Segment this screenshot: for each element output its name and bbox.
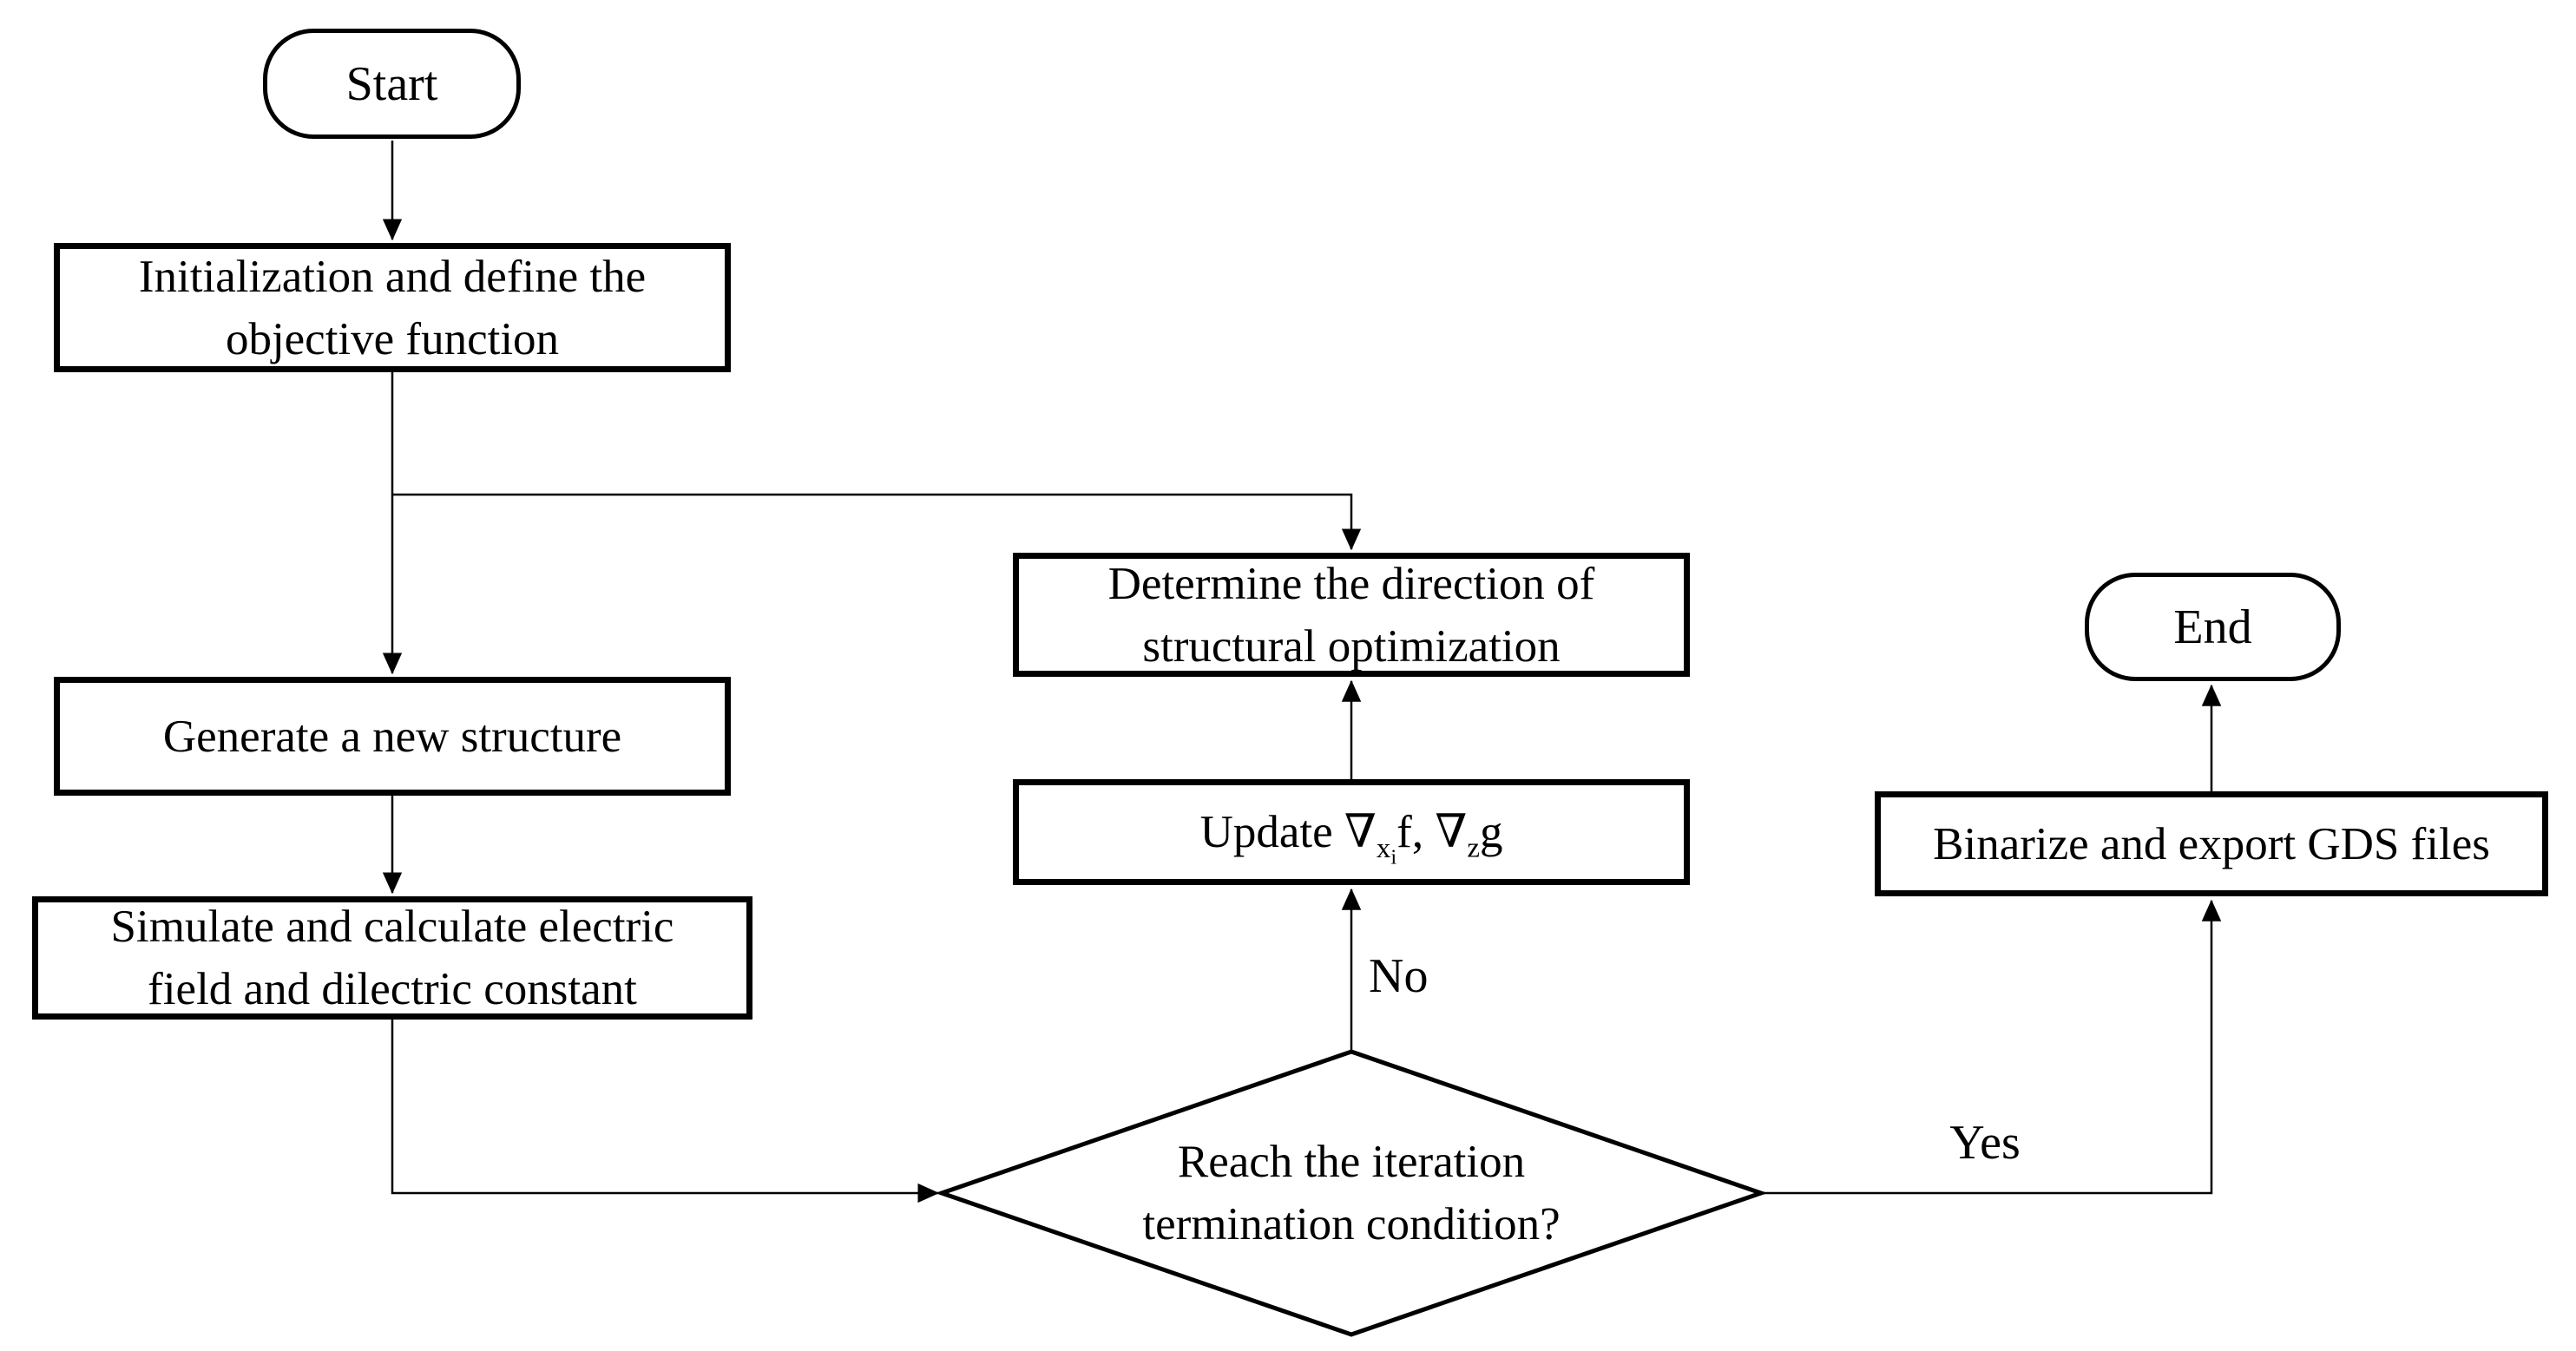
decision-node-label: Reach the iteration termination conditio… xyxy=(1142,1131,1560,1256)
nabla-symbol: ∇ xyxy=(1435,807,1468,857)
update-subscript-z: z xyxy=(1467,832,1480,864)
end-node: End xyxy=(2085,573,2341,681)
edge-simulate-to-decision xyxy=(391,1020,940,1203)
edge-init-to-determine xyxy=(392,493,1362,551)
initialization-label-line1: Initialization and define the xyxy=(138,251,647,302)
update-gradients-label: Update ∇xif, ∇zg xyxy=(1199,801,1503,868)
determine-direction-label-line2: structural optimization xyxy=(1142,620,1561,672)
generate-structure-node: Generate a new structure xyxy=(54,677,731,796)
update-subscript-x: x xyxy=(1376,832,1391,864)
yes-branch-label: Yes xyxy=(1949,1116,2021,1170)
nabla-symbol: ∇ xyxy=(1344,807,1377,857)
edge-decision-yes-to-binarize xyxy=(1764,899,2222,1195)
end-label: End xyxy=(2173,600,2252,654)
decision-label-line1: Reach the iteration xyxy=(1177,1137,1526,1187)
simulate-label-line2: field and dilectric constant xyxy=(148,964,637,1014)
update-label-mid: f, xyxy=(1396,807,1436,857)
initialization-node: Initialization and define the objective … xyxy=(54,243,731,372)
start-node: Start xyxy=(263,29,521,139)
start-label: Start xyxy=(345,56,438,111)
simulate-label-line1: Simulate and calculate electric xyxy=(110,902,674,952)
no-branch-label: No xyxy=(1369,949,1429,1003)
simulate-node: Simulate and calculate electric field an… xyxy=(32,896,752,1020)
decision-diamond-shape xyxy=(935,1049,1768,1337)
initialization-label-line2: objective function xyxy=(225,313,560,364)
binarize-export-label: Binarize and export GDS files xyxy=(1933,818,2490,869)
binarize-export-node: Binarize and export GDS files xyxy=(1875,791,2548,896)
update-label-suffix: g xyxy=(1479,807,1503,857)
update-gradients-node: Update ∇xif, ∇zg xyxy=(1013,779,1690,885)
update-label-prefix: Update xyxy=(1199,807,1344,857)
update-subscript-i: i xyxy=(1390,845,1397,869)
determine-direction-label-line1: Determine the direction of xyxy=(1107,558,1595,609)
decision-label-line2: termination condition? xyxy=(1142,1199,1561,1249)
determine-direction-node: Determine the direction of structural op… xyxy=(1013,553,1690,677)
generate-structure-label: Generate a new structure xyxy=(162,711,622,762)
